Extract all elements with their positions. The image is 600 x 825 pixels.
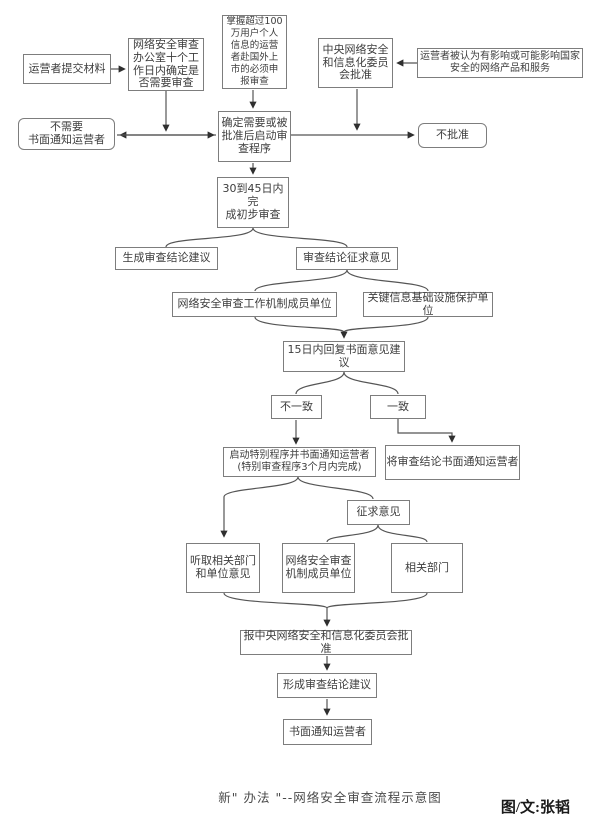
node-listen-departments-units: 听取相关部门 和单位意见	[186, 543, 260, 593]
node-operator-submit: 运营者提交材料	[23, 54, 111, 84]
node-report-to-central-committee: 报中央网络安全和信息化委员会批准	[240, 629, 412, 655]
node-seek-opinions: 征求意见	[347, 500, 410, 525]
node-start-review-procedure: 确定需要或被 批准后启动审 查程序	[218, 111, 291, 162]
node-initial-review-30-45-days: 30到45日内完 成初步审查	[217, 177, 289, 228]
node-written-notice-to-operator: 书面通知运营者	[283, 719, 372, 745]
node-special-procedure: 启动特别程序并书面通知运营者 (特别审查程序3个月内完成)	[223, 447, 376, 477]
node-related-departments: 相关部门	[391, 543, 463, 593]
node-central-committee-approval: 中央网络安全 和信息化委员 会批准	[318, 38, 393, 88]
node-not-approved: 不批准	[418, 123, 487, 148]
node-no-review-needed: 不需要 书面通知运营者	[18, 118, 115, 150]
node-reply-within-15-days: 15日内回复书面意见建议	[283, 341, 405, 372]
node-mechanism-member-units: 网络安全审查 机制成员单位	[282, 543, 355, 593]
node-inconsistent: 不一致	[271, 395, 322, 419]
node-critical-infrastructure-units: 关键信息基础设施保护单位	[363, 291, 493, 317]
node-conclusion-seek-opinions: 审查结论征求意见	[296, 247, 398, 270]
node-work-mechanism-members: 网络安全审查工作机制成员单位	[172, 292, 337, 317]
node-deemed-affecting-security: 运营者被认为有影响或可能影响国家 安全的网络产品和服务	[417, 48, 583, 78]
node-notify-conclusion-to-operator: 将审查结论书面通知运营者	[385, 445, 520, 480]
node-form-review-conclusion: 形成审查结论建议	[277, 673, 377, 698]
node-overseas-listing-rule: 掌握超过100 万用户个人 信息的运营 者赴国外上 市的必须申 报审查	[222, 15, 287, 89]
node-review-office-decision: 网络安全审查 办公室十个工 作日内确定是 否需要审查	[128, 38, 204, 91]
diagram-caption: 新" 办法 "--网络安全审查流程示意图	[218, 790, 442, 805]
node-consistent: 一致	[370, 395, 426, 419]
diagram-credit: 图/文:张韬	[500, 800, 570, 816]
node-generate-conclusion-suggestion: 生成审查结论建议	[115, 247, 218, 270]
